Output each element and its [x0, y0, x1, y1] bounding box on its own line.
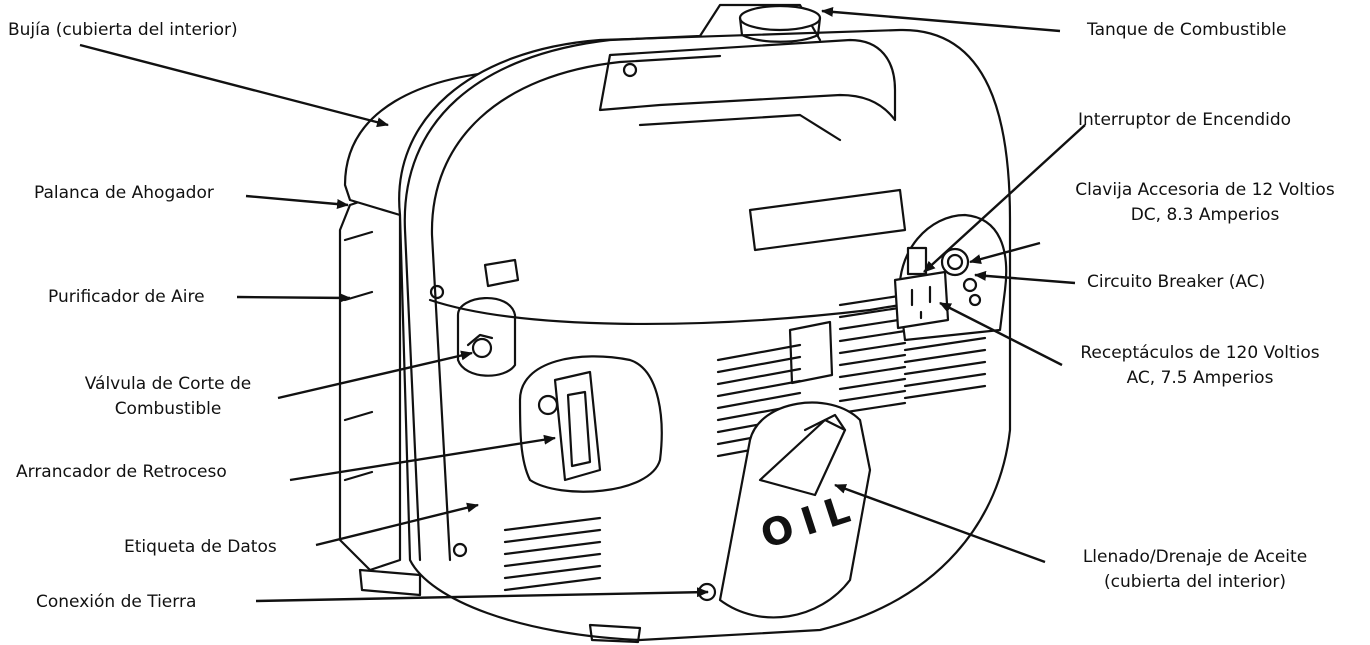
label-fuel-valve-line2: Combustible [114, 399, 222, 419]
label-ac-receptacles: Receptáculos de 120 Voltios AC, 7.5 Ampe… [1060, 341, 1340, 391]
label-ac-line1: Receptáculos de 120 Voltios [1080, 343, 1320, 363]
label-oil: Llenado/Drenaje de Aceite (cubierta del … [1040, 545, 1350, 595]
label-spark-plug: Bujía (cubierta del interior) [8, 20, 238, 40]
label-oil-line1: Llenado/Drenaje de Aceite [1082, 547, 1308, 567]
arrow-spark-plug [79, 43, 389, 128]
label-fuel-valve: Válvula de Corte de Combustible [58, 372, 278, 422]
label-dc-line2: DC, 8.3 Amperios [1130, 205, 1280, 225]
label-choke: Palanca de Ahogador [34, 183, 214, 203]
label-recoil: Arrancador de Retroceso [16, 462, 227, 482]
arrow-breaker [974, 270, 1076, 285]
arrow-ground [255, 587, 709, 603]
leader-lines [79, 6, 1086, 603]
generator-body [338, 3, 1012, 644]
label-data-label: Etiqueta de Datos [124, 537, 277, 557]
label-dc-line1: Clavija Accesoria de 12 Voltios [1075, 180, 1335, 200]
arrow-choke [245, 194, 349, 210]
label-oil-line2: (cubierta del interior) [1104, 572, 1286, 592]
arrow-air-cleaner [236, 292, 351, 303]
label-ac-line2: AC, 7.5 Amperios [1126, 368, 1274, 388]
label-fuel-valve-line1: Válvula de Corte de [84, 374, 252, 394]
arrow-recoil [289, 434, 556, 482]
label-fuel-tank: Tanque de Combustible [1087, 20, 1287, 40]
label-air-cleaner: Purificador de Aire [48, 287, 205, 307]
label-ground: Conexión de Tierra [36, 592, 197, 612]
label-dc-socket: Clavija Accesoria de 12 Voltios DC, 8.3 … [1045, 178, 1365, 228]
label-switch: Interruptor de Encendido [1078, 110, 1292, 130]
arrow-fuel-valve [277, 350, 473, 400]
arrow-fuel-tank [821, 6, 1061, 33]
arrow-ac [939, 301, 1063, 367]
arrow-data-label [315, 502, 479, 547]
arrow-oil [834, 483, 1046, 564]
label-breaker: Circuito Breaker (AC) [1087, 272, 1266, 292]
arrow-switch [923, 124, 1086, 273]
arrow-dc [969, 241, 1041, 264]
